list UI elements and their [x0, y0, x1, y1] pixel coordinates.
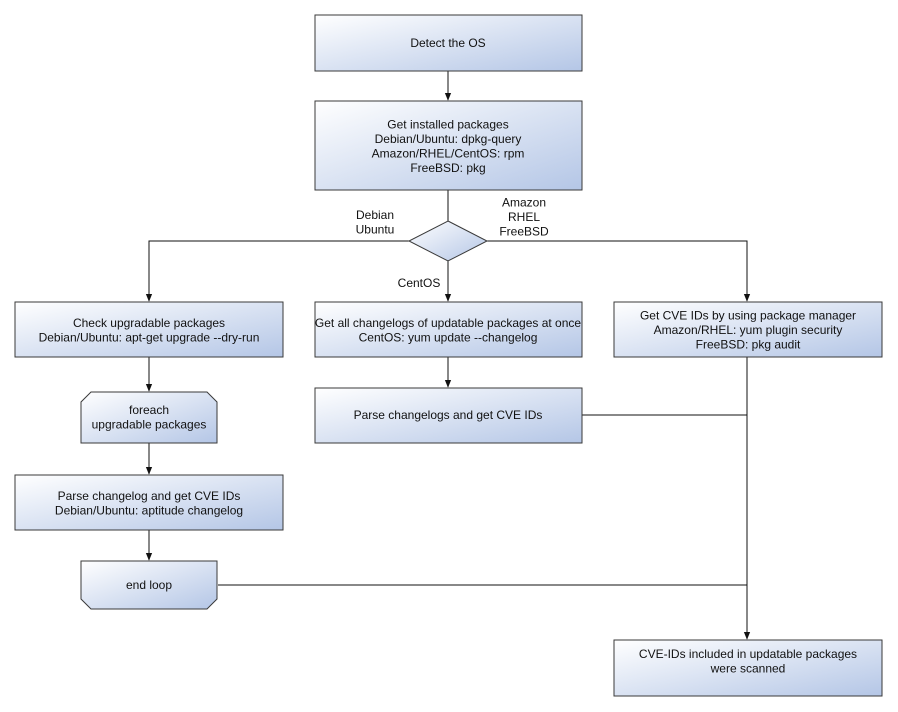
- text-line: Parse changelogs and get CVE IDs: [354, 408, 543, 422]
- node-all-changelogs: Get all changelogs of updatable packages…: [314, 301, 583, 358]
- node-detect-os: Detect the OS: [314, 14, 583, 72]
- text-line: Parse changelog and get CVE IDs: [58, 489, 241, 503]
- text-line: were scanned: [710, 661, 786, 675]
- node-end-loop: end loop: [80, 560, 218, 610]
- node-end-loop-label: end loop: [126, 578, 172, 592]
- text-line: end loop: [126, 578, 172, 592]
- text-line: CentOS: [398, 276, 441, 290]
- text-line: Debian: [356, 208, 394, 222]
- text-line: FreeBSD: pkg: [410, 161, 485, 175]
- text-line: RHEL: [508, 210, 540, 224]
- node-parse-changelogs-label: Parse changelogs and get CVE IDs: [354, 408, 543, 422]
- text-line: foreach: [129, 403, 169, 417]
- node-all-changelogs-label: Get all changelogs of updatable packages…: [315, 316, 582, 345]
- edges: [145, 71, 751, 640]
- text-line: Check upgradable packages: [73, 316, 225, 330]
- edge-decision-to-debian: [145, 240, 409, 302]
- text-line: Ubuntu: [356, 222, 395, 236]
- text-line: Detect the OS: [410, 36, 485, 50]
- text-line: CVE-IDs included in updatable packages: [639, 647, 857, 661]
- text-line: Amazon/RHEL: yum plugin security: [654, 323, 843, 337]
- text-line: CentOS: yum update --changelog: [359, 330, 538, 344]
- text-line: Amazon: [502, 196, 546, 210]
- text-line: Get all changelogs of updatable packages…: [315, 316, 582, 330]
- text-line: FreeBSD: [499, 225, 549, 239]
- node-parse-changelogs: Parse changelogs and get CVE IDs: [314, 387, 583, 444]
- text-line: upgradable packages: [92, 417, 207, 431]
- edge-decision-to-amazon: [487, 240, 751, 302]
- text-line: FreeBSD: pkg audit: [696, 338, 801, 352]
- text-line: Get installed packages: [387, 117, 508, 131]
- node-detect-os-label: Detect the OS: [410, 36, 485, 50]
- decision-os-type: [407, 220, 489, 262]
- text-line: Get CVE IDs by using package manager: [640, 309, 856, 323]
- text-line: Debian/Ubuntu: aptitude changelog: [55, 503, 243, 517]
- branch-label-centos: CentOS: [398, 276, 441, 290]
- text-line: Amazon/RHEL/CentOS: rpm: [372, 146, 525, 160]
- text-line: Debian/Ubuntu: apt-get upgrade --dry-run: [39, 330, 260, 344]
- text-line: Debian/Ubuntu: dpkg-query: [375, 132, 522, 146]
